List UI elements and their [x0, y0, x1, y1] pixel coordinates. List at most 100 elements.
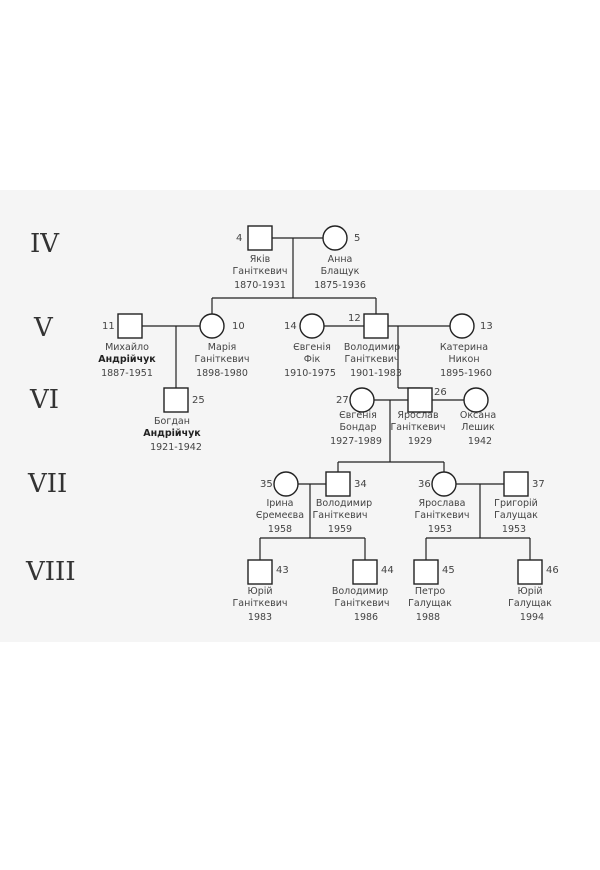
female-circle-oksana — [463, 387, 489, 413]
person-years-34: 1959 — [328, 524, 352, 535]
female-circle-13 — [449, 313, 475, 339]
person-name-46: Юрій — [517, 586, 542, 597]
person-surname-27: Бондар — [340, 422, 377, 433]
person-id-14: 14 — [284, 321, 297, 332]
male-square-12 — [363, 313, 389, 339]
person-surname-37: Галущак — [494, 510, 538, 521]
female-circle-14 — [299, 313, 325, 339]
person-name-27: Євгенія — [339, 410, 377, 421]
person-id-44: 44 — [381, 565, 394, 576]
person-name-45: Петро — [415, 586, 446, 597]
person-id-27: 27 — [336, 395, 349, 406]
person-surname-14: Фік — [304, 354, 321, 365]
person-surname-46: Галущак — [508, 598, 552, 609]
person-surname-35: Єремеєва — [256, 510, 304, 521]
generation-label-v: V — [33, 313, 54, 343]
person-id-13: 13 — [480, 321, 493, 332]
person-id-26: 26 — [434, 387, 447, 398]
person-id-46: 46 — [546, 565, 559, 576]
pedigree-chart: IV V VI VII VIII — [25, 225, 559, 623]
pedigree-labels: Яків Ганіткевич 1870-1931 Анна Блащук 18… — [98, 254, 552, 623]
person-name-35: Ірина — [266, 498, 293, 509]
person-id-37: 37 — [532, 479, 545, 490]
pedigree-ids: 4 5 11 10 14 12 13 25 27 26 35 34 36 37 … — [102, 233, 559, 576]
generation-label-viii: VIII — [25, 557, 76, 587]
person-years-oksana: 1942 — [468, 436, 492, 447]
person-name-37: Григорій — [494, 498, 538, 509]
pedigree-panel: IV V VI VII VIII — [0, 190, 600, 642]
person-years-12: 1901-1983 — [350, 368, 402, 379]
male-square-26 — [407, 387, 433, 413]
pedigree-symbols — [117, 225, 543, 585]
person-name-25: Богдан — [154, 416, 190, 427]
person-id-5: 5 — [354, 233, 360, 244]
person-surname-4: Ганіткевич — [233, 266, 288, 277]
person-surname-26: Ганіткевич — [391, 422, 446, 433]
person-years-26: 1929 — [408, 436, 432, 447]
person-years-45: 1988 — [416, 612, 440, 623]
male-square-34 — [325, 471, 351, 497]
person-id-4: 4 — [236, 233, 242, 244]
person-years-35: 1958 — [268, 524, 292, 535]
person-name-oksana: Оксана — [460, 410, 496, 421]
person-id-43: 43 — [276, 565, 289, 576]
person-name-26: Ярослав — [397, 410, 439, 421]
person-years-25: 1921-1942 — [150, 442, 202, 453]
person-id-11: 11 — [102, 321, 115, 332]
person-name-10: Марія — [208, 342, 236, 353]
person-years-14: 1910-1975 — [284, 368, 336, 379]
person-years-37: 1953 — [502, 524, 526, 535]
person-name-4: Яків — [250, 254, 271, 265]
person-years-13: 1895-1960 — [440, 368, 492, 379]
male-square-43 — [247, 559, 273, 585]
female-circle-35 — [273, 471, 299, 497]
person-years-5: 1875-1936 — [314, 280, 366, 291]
person-surname-12: Ганіткевич — [345, 354, 400, 365]
person-name-43: Юрій — [247, 586, 272, 597]
person-id-34: 34 — [354, 479, 367, 490]
generation-label-vi: VI — [29, 385, 59, 415]
person-years-44: 1986 — [354, 612, 378, 623]
person-years-36: 1953 — [428, 524, 452, 535]
person-years-11: 1887-1951 — [101, 368, 153, 379]
person-name-13: Катерина — [440, 342, 488, 353]
person-id-10: 10 — [232, 321, 245, 332]
person-name-44: Володимир — [332, 586, 388, 597]
male-square-45 — [413, 559, 439, 585]
person-surname-11: Андрійчук — [98, 354, 156, 365]
person-surname-34: Ганіткевич — [313, 510, 368, 521]
person-surname-36: Ганіткевич — [415, 510, 470, 521]
male-square-37 — [503, 471, 529, 497]
person-surname-13: Никон — [448, 354, 479, 365]
person-name-36: Ярослава — [419, 498, 466, 509]
person-id-35: 35 — [260, 479, 273, 490]
generation-label-iv: IV — [30, 229, 60, 259]
male-square-11 — [117, 313, 143, 339]
generation-label-vii: VII — [27, 469, 67, 499]
pedigree-lines — [138, 237, 531, 560]
male-square-44 — [352, 559, 378, 585]
person-name-34: Володимир — [316, 498, 372, 509]
person-surname-44: Ганіткевич — [335, 598, 390, 609]
female-circle-27 — [349, 387, 375, 413]
person-surname-25: Андрійчук — [143, 428, 201, 439]
female-circle-5 — [322, 225, 348, 251]
female-circle-10 — [199, 313, 225, 339]
person-years-4: 1870-1931 — [234, 280, 286, 291]
person-name-5: Анна — [328, 254, 353, 265]
person-id-25: 25 — [192, 395, 205, 406]
person-id-36: 36 — [418, 479, 431, 490]
person-name-12: Володимир — [344, 342, 400, 353]
person-surname-5: Блащук — [321, 266, 360, 277]
male-square-46 — [517, 559, 543, 585]
person-surname-oksana: Лешик — [461, 422, 495, 433]
person-id-12: 12 — [348, 313, 361, 324]
person-years-43: 1983 — [248, 612, 272, 623]
female-circle-36 — [431, 471, 457, 497]
person-id-45: 45 — [442, 565, 455, 576]
person-surname-45: Галущак — [408, 598, 452, 609]
male-square-25 — [163, 387, 189, 413]
person-years-27: 1927-1989 — [330, 436, 382, 447]
person-surname-43: Ганіткевич — [233, 598, 288, 609]
person-years-46: 1994 — [520, 612, 544, 623]
